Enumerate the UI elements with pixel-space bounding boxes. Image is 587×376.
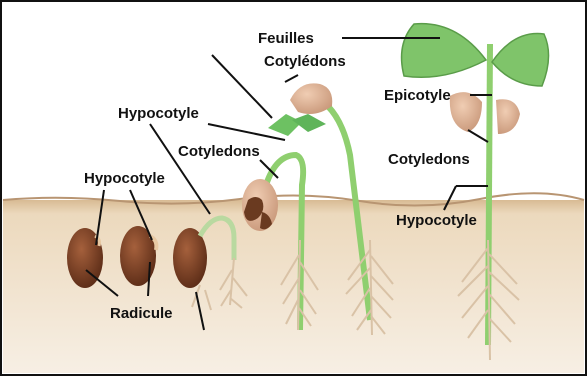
label-hypocotyle-right: Hypocotyle [396, 212, 477, 229]
label-epicotyle: Epicotyle [384, 87, 451, 104]
label-feuilles: Feuilles [258, 30, 314, 47]
label-cotyledons-mid: Cotyledons [178, 143, 260, 160]
label-hypocotyle-top: Hypocotyle [118, 105, 199, 122]
label-cotyledons-accent: Cotylédons [264, 53, 346, 70]
label-radicule: Radicule [110, 305, 173, 322]
label-cotyledons-right: Cotyledons [388, 151, 470, 168]
label-hypocotyle-left: Hypocotyle [84, 170, 165, 187]
